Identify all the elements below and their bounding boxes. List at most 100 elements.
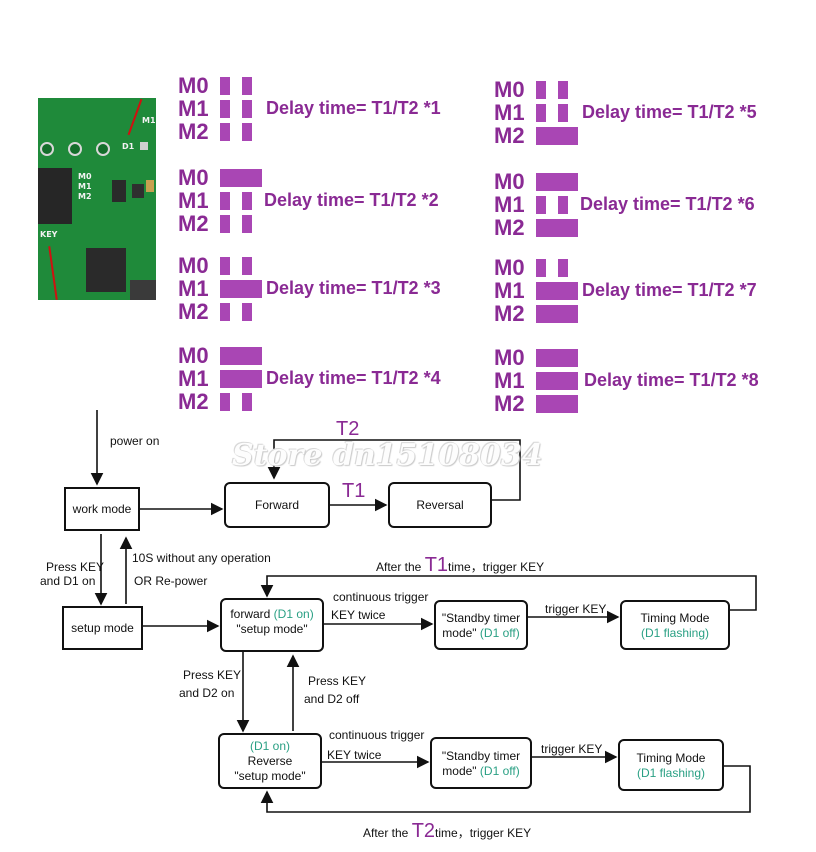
mode-bit-label: M0 [494,77,525,102]
timing-b-d1-flashing: (D1 flashing) [636,766,706,780]
mode-bit-label: M0 [494,169,525,194]
mode-bit-cell [220,215,230,233]
t2-label: T2 [336,418,360,440]
mode-bit-label: M1 [178,188,209,213]
mode-bit-label: M0 [494,255,525,280]
mode-bit-label: M1 [178,96,209,121]
trigger-key-2: trigger KEY [541,742,603,756]
continuous-trigger-b1: continuous trigger [329,728,425,742]
delay-time-text: Delay time= T1/T2 *4 [266,368,441,388]
mode-bit-cell [558,259,568,277]
standby-box-b: "Standby timer mode" (D1 off) [430,737,532,789]
timing-mode-b-label: Timing Mode [636,751,706,765]
mode-bit-cell [242,100,252,118]
setup-mode-label: setup mode [71,621,134,635]
continuous-trigger-2: KEY twice [331,608,386,622]
mode-bit-cell [558,104,568,122]
timing-mode-box-b: Timing Mode (D1 flashing) [618,739,724,791]
mode-bit-cell [536,219,578,237]
standby-box: "Standby timer mode" (D1 off) [434,600,528,650]
component [132,184,144,198]
mode-bit-label: M2 [494,391,525,416]
reverse-setup-box: (D1 on) Reverse "setup mode" [218,733,322,789]
delay-time-text: Delay time= T1/T2 *7 [582,280,757,300]
arrow-timing-reverse [260,765,751,813]
delay-time-text: Delay time= T1/T2 *8 [584,370,759,390]
pad [96,142,110,156]
silk-d1: D1 [122,142,135,151]
mode-bit-label: M2 [178,299,209,324]
forward-setup-title: forward [230,607,271,621]
forward-box: Forward [224,482,330,528]
mode-bit-cell [220,347,262,365]
component [130,280,156,300]
press-key-d1-on-1: Press KEY [46,560,105,574]
mode-bit-label: M1 [494,100,525,125]
press-key-d2-on-1: Press KEY [183,668,242,682]
mode-bit-cell [220,100,230,118]
press-key-d2-on-2: and D2 on [179,686,235,700]
mode-bit-label: M2 [178,389,209,414]
delay-time-text: Delay time= T1/T2 *5 [582,102,757,122]
mode-bit-cell [242,257,252,275]
forward-setup-d1: (D1 on) [273,607,314,621]
forward-setup-box: forward (D1 on) "setup mode" [220,598,324,652]
standby-line1: "Standby timer [441,611,521,625]
press-key-d1-on-2: and D1 on [40,574,96,588]
timing-mode-label: Timing Mode [640,611,710,625]
mode-bit-cell [536,81,546,99]
mode-bit-cell [536,196,546,214]
led [140,142,148,150]
standby-b-line1: "Standby timer [441,749,521,763]
continuous-trigger-b2: KEY twice [327,748,382,762]
mode-bit-label: M1 [178,276,209,301]
mode-bit-cell [220,393,230,411]
reversal-box: Reversal [388,482,492,528]
after-t1-suffix: time，trigger KEY [448,560,545,574]
mode-bit-label: M1 [494,278,525,303]
mode-bit-cell [536,259,546,277]
delay-time-text: Delay time= T1/T2 *1 [266,98,441,118]
after-t2-big: T2 [411,820,436,842]
mode-bit-cell [536,173,578,191]
mode-bit-label: M1 [494,368,525,393]
arrow-timing-forward [260,575,757,611]
standby-line2: mode" (D1 off) [436,626,526,641]
component [146,180,154,192]
mode-bit-cell [220,280,262,298]
mode-bit-label: M0 [178,253,209,278]
forward-setup-line2: "setup mode" [236,622,308,636]
press-key-d2-off-1: Press KEY [308,674,367,688]
timing-d1-flashing: (D1 flashing) [640,626,710,640]
store-watermark: Store dn15108034 [232,438,543,473]
after-t1-prefix: After the [376,560,422,574]
regulator [86,248,126,292]
press-key-d2-off-2: and D2 off [304,692,360,706]
work-mode-box: work mode [64,487,140,531]
power-on-label: power on [110,434,160,448]
reversal-label: Reversal [416,498,464,512]
after-t2-label: After the T2time，trigger KEY [363,821,532,841]
after-t2-suffix: time，trigger KEY [435,826,532,840]
mode-bit-cell [242,303,252,321]
mode-bit-cell [220,169,262,187]
mode-bit-cell [220,370,262,388]
silk-m0: M0 [78,172,92,181]
forward-setup-line1: forward (D1 on) [222,607,322,622]
delay-time-text: Delay time= T1/T2 *3 [266,278,441,298]
mode-bit-cell [536,305,578,323]
mode-bit-cell [242,215,252,233]
mode-bit-label: M1 [178,366,209,391]
work-mode-label: work mode [72,502,132,516]
mode-bit-cell [536,395,578,413]
mode-bit-cell [220,257,230,275]
silk-m1: M1 [78,182,92,191]
mode-bit-cell [536,349,578,367]
mode-bit-cell [242,123,252,141]
